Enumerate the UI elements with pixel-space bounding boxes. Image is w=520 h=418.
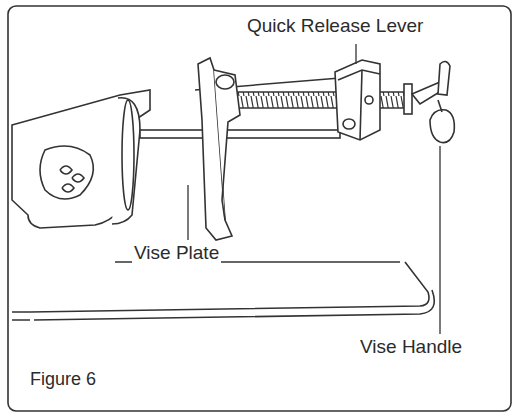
figure-caption: Figure 6: [28, 370, 98, 390]
part-label: Vise Plate: [132, 243, 221, 264]
quick-release-lever: [335, 60, 380, 140]
vise-body: [12, 90, 150, 228]
part-label: Vise Handle: [358, 337, 464, 358]
bench: [12, 262, 434, 320]
guide-rod: [140, 130, 340, 138]
vise-plate: [198, 58, 240, 240]
part-label: Quick Release Lever: [245, 16, 425, 37]
figure-frame: [8, 6, 511, 411]
vise-handle: [404, 61, 454, 142]
leader-lines: [188, 44, 440, 334]
